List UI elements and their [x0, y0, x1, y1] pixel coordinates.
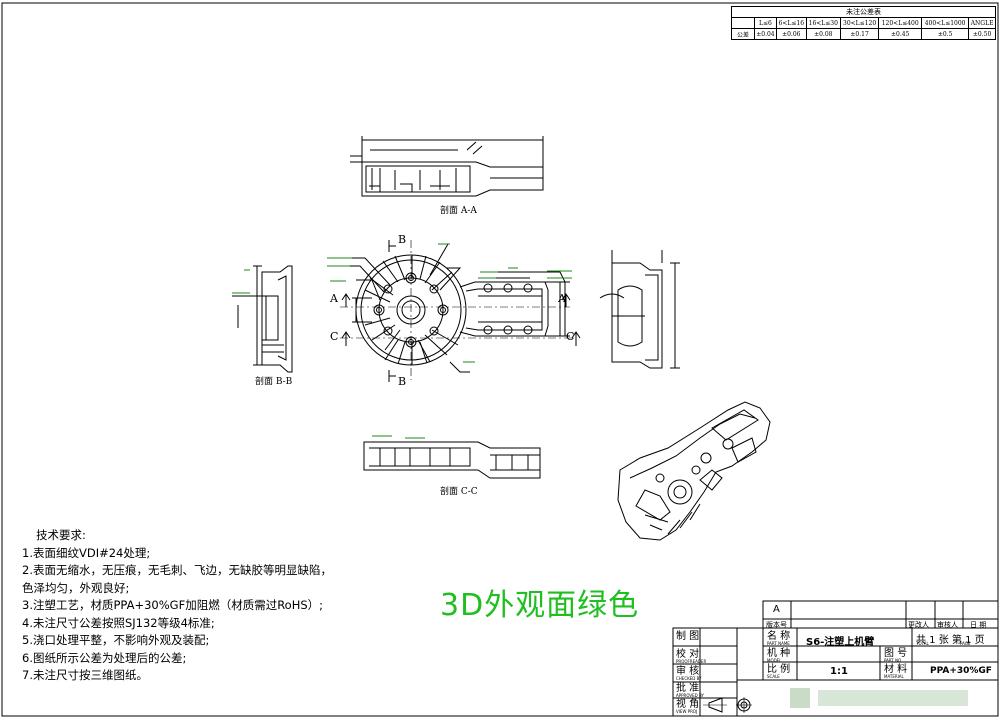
drawn-label: 制 图: [676, 631, 700, 642]
sheet-count: 共 1 张 第 1 页: [916, 635, 985, 646]
section-cc-label: 剖面 C-C: [440, 487, 478, 497]
isometric-3d-view: [617, 401, 771, 541]
tolerance-header-cell: L≤6: [754, 17, 777, 29]
cut-c-right-marker: C: [566, 330, 575, 343]
material-sub-label: MATERIAL: [884, 674, 904, 679]
tech-requirement-item: 1.表面细纹VDI#24处理;: [22, 545, 151, 560]
approved-by-label: 审核人: [937, 621, 958, 629]
technical-requirements: 技术要求: 1.表面细纹VDI#24处理; 2.表面无缩水，无压痕，无毛刺、飞边…: [22, 527, 332, 685]
checked-label: 校 对: [676, 649, 700, 660]
part-name-sub-label: PART NAME: [767, 641, 790, 646]
section-bb-label: 剖面 B-B: [255, 377, 293, 387]
cut-b-bottom-marker: B: [398, 375, 407, 388]
scale-value: 1:1: [830, 666, 848, 677]
approved-label: 批 准: [676, 683, 700, 694]
tolerance-value-cell: ±0.50: [968, 28, 996, 40]
tolerance-header-cell: 16<L≤30: [805, 17, 841, 29]
tolerance-header-cell: 6<L≤16: [775, 17, 807, 29]
cut-a-right-marker: A: [558, 292, 566, 305]
approved-sub-label: APPROVED BY: [676, 693, 705, 698]
tech-requirement-item: 6.图纸所示公差为处理后的公差;: [22, 650, 187, 665]
tolerance-header-cell: 400<L≤1000: [921, 17, 970, 29]
cut-c-left-marker: C: [330, 330, 339, 343]
part-name-label: 名 称: [767, 631, 791, 642]
tolerance-corner-cell: [731, 17, 755, 29]
tech-requirements-title: 技术要求:: [36, 528, 86, 542]
tolerance-row-label: 公差: [731, 28, 755, 40]
blurred-logo: [790, 688, 810, 708]
model-sub-label: MODEL: [767, 658, 782, 663]
tolerance-value-cell: ±0.5: [921, 28, 970, 40]
cut-a-left-marker: A: [330, 292, 338, 305]
reviewed-sub-label: CHECKED BY: [676, 676, 702, 681]
cut-b-top-marker: B: [398, 233, 407, 246]
view-sub-label: VIEW PROJ: [676, 709, 698, 714]
scale-label: 比 例: [767, 664, 791, 675]
tolerance-table-title: 未注公差表: [731, 6, 996, 18]
section-aa-label: 剖面 A-A: [440, 206, 477, 216]
title-block-grid: [672, 600, 999, 717]
tolerance-value-cell: ±0.04: [754, 28, 777, 40]
scale-sub-label: SCALE: [767, 674, 780, 679]
material-value: PPA+30%GF: [930, 666, 992, 676]
tech-requirement-item: 色泽均匀，外观良好;: [22, 580, 130, 595]
tolerance-value-cell: ±0.17: [839, 28, 880, 40]
material-label: 材 料: [884, 664, 908, 675]
tolerance-header-cell: 120<L≤400: [878, 17, 923, 29]
tech-requirement-item: 4.未注尺寸公差按照SJ132等级4标准;: [22, 615, 215, 630]
section-bb-view: [232, 265, 293, 373]
reviewed-label: 审 核: [676, 666, 700, 677]
tolerance-header-cell: ANGLE: [968, 17, 996, 29]
main-plan-view: [327, 240, 581, 382]
drawing-no-label: 图 号: [884, 648, 908, 659]
model-label: 机 种: [767, 648, 791, 659]
section-aa-view: [350, 136, 544, 197]
green-surface-note: 3D外观面绿色: [440, 588, 640, 623]
tolerance-value-cell: ±0.06: [775, 28, 807, 40]
view-label: 视 角: [676, 699, 700, 710]
revision-mark: A: [773, 604, 780, 615]
changed-by-label: 更改人: [908, 621, 929, 629]
section-cc-view: [363, 435, 541, 479]
tech-requirement-item: 7.未注尺寸按三维图纸。: [22, 668, 148, 682]
tolerance-header-cell: 30<L≤120: [839, 17, 880, 29]
tech-requirement-item: 3.注塑工艺，材质PPA+30%GF加阻燃（材质需过RoHS）;: [22, 598, 324, 612]
tolerance-table: 未注公差表 L≤6 6<L≤16 16<L≤30 30<L≤120 120<L≤…: [731, 6, 996, 40]
date-label: 日 期: [970, 621, 987, 629]
blurred-company-name: [818, 690, 968, 706]
sheet-total-sub-label: TOTAL: [916, 641, 929, 646]
part-name-value: S6-注塑上机臂: [806, 637, 875, 648]
tech-requirement-item: 5.浇口处理平整，不影响外观及装配;: [22, 633, 210, 647]
tolerance-value-cell: ±0.08: [805, 28, 841, 40]
drawing-no-sub-label: PART NO: [884, 658, 902, 663]
version-label: 版本号: [766, 621, 787, 629]
tolerance-value-cell: ±0.45: [878, 28, 923, 40]
checked-sub-label: PROOFREADER: [676, 659, 707, 664]
sheet-page-sub-label: PAGE: [960, 641, 971, 646]
tech-requirement-item: 2.表面无缩水，无压痕，无毛刺、飞边，无缺胶等明显缺陷，: [22, 563, 332, 577]
side-view-right: [599, 250, 680, 369]
